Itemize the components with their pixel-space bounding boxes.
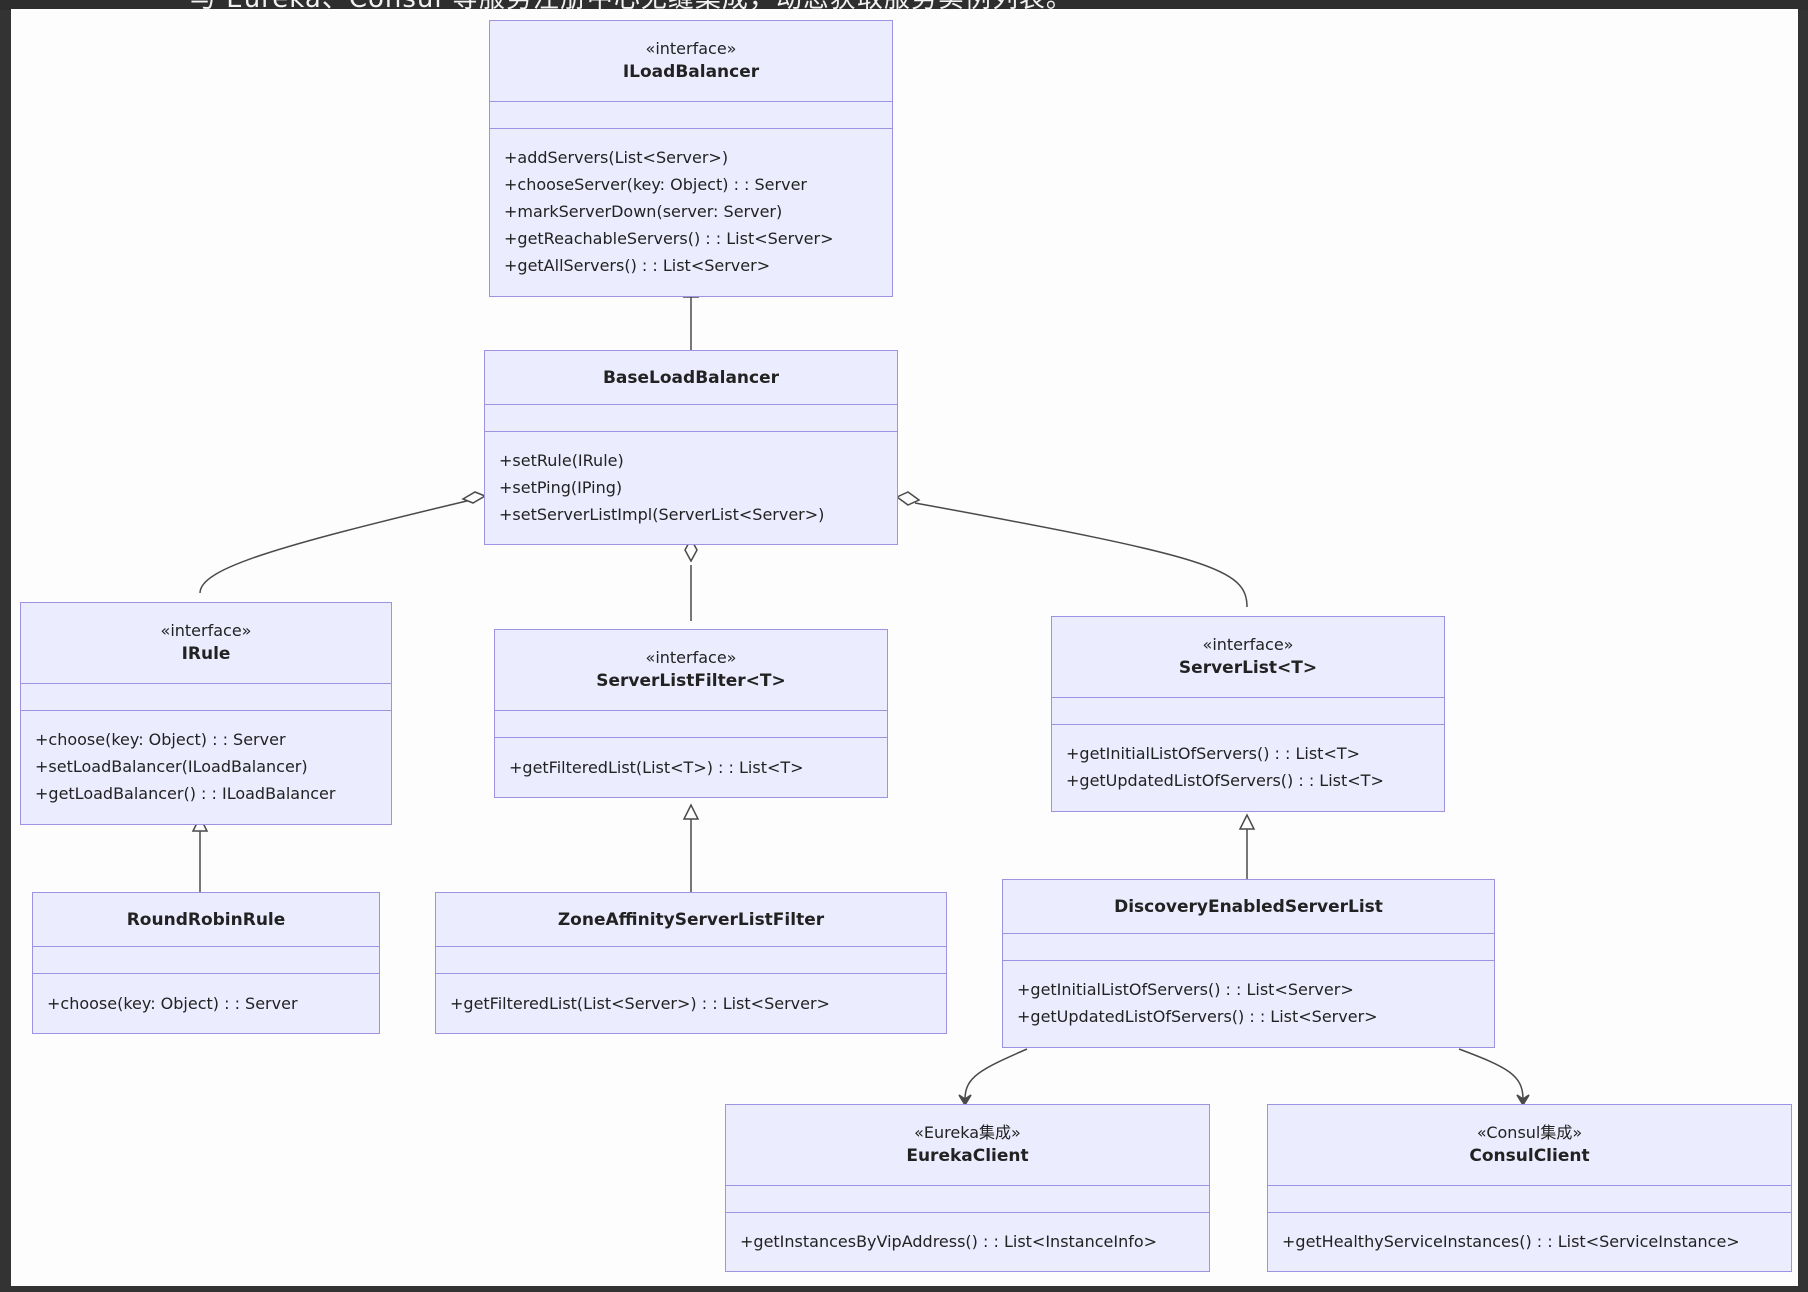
method: +getAllServers() : : List<Server> (504, 256, 771, 275)
attributes-compartment (21, 683, 391, 710)
method: +getReachableServers() : : List<Server> (504, 229, 834, 248)
class-name: ILoadBalancer (622, 62, 760, 82)
class-name: EurekaClient (906, 1146, 1029, 1166)
methods-compartment (1268, 1212, 1791, 1271)
method: +choose(key: Object) : : Server (35, 730, 286, 749)
edge-discovery-consulclient (1458, 1048, 1524, 1100)
methods-compartment (490, 128, 892, 296)
methods-compartment (436, 973, 946, 1033)
attributes-compartment (726, 1185, 1209, 1212)
hollow-diamond-aggregation-icon (461, 491, 487, 504)
method: +addServers(List<Server>) (504, 148, 729, 167)
class-name: IRule (181, 644, 231, 664)
method: +getInitialListOfServers() : : List<Serv… (1017, 980, 1354, 999)
class-name: RoundRobinRule (126, 909, 286, 930)
edge-discovery-eurekaclient (964, 1048, 1028, 1100)
class-name: ServerListFilter<T> (596, 671, 786, 691)
stereotype-label: «interface» (1202, 635, 1294, 654)
class-baseloadbalancer: BaseLoadBalancer +setRule(IRule) +setPin… (484, 350, 898, 545)
methods-compartment (33, 973, 379, 1033)
attributes-compartment (495, 710, 887, 737)
method: +getInitialListOfServers() : : List<T> (1066, 744, 1361, 763)
hollow-triangle-arrowhead-icon (682, 803, 700, 820)
method: +setLoadBalancer(ILoadBalancer) (35, 757, 308, 776)
methods-compartment (1052, 724, 1444, 811)
stereotype-label: «interface» (645, 648, 737, 667)
class-name: ConsulClient (1469, 1146, 1590, 1166)
attributes-compartment (436, 946, 946, 973)
hollow-diamond-aggregation-icon (895, 491, 921, 506)
edge-baseloadbalancer-serverlist (914, 502, 1248, 608)
method: +getFilteredList(List<T>) : : List<T> (509, 758, 804, 777)
methods-compartment (485, 431, 897, 544)
attributes-compartment (33, 946, 379, 973)
stereotype-label: «interface» (160, 621, 252, 640)
method: +getUpdatedListOfServers() : : List<T> (1066, 771, 1384, 790)
arrowhead-icon (1516, 1094, 1530, 1107)
methods-compartment (1003, 960, 1494, 1047)
method: +choose(key: Object) : : Server (47, 994, 298, 1013)
class-roundrobinrule: RoundRobinRule +choose(key: Object) : : … (32, 892, 380, 1034)
method: +getHealthyServiceInstances() : : List<S… (1282, 1232, 1740, 1251)
method: +setServerListImpl(ServerList<Server>) (499, 505, 825, 524)
class-irule: «interface» IRule +choose(key: Object) :… (20, 602, 392, 825)
method: +getUpdatedListOfServers() : : List<Serv… (1017, 1007, 1378, 1026)
class-discoveryenabledserverlist: DiscoveryEnabledServerList +getInitialLi… (1002, 879, 1495, 1048)
method: +getFilteredList(List<Server>) : : List<… (450, 994, 830, 1013)
methods-compartment (726, 1212, 1209, 1271)
method: +getLoadBalancer() : : ILoadBalancer (35, 784, 336, 803)
method: +setRule(IRule) (499, 451, 624, 470)
class-serverlist: «interface» ServerList<T> +getInitialLis… (1051, 616, 1445, 812)
class-name: ServerList<T> (1178, 658, 1318, 678)
edge-baseloadbalancer-irule (199, 499, 472, 594)
class-name: ZoneAffinityServerListFilter (557, 909, 825, 930)
attributes-compartment (1052, 697, 1444, 724)
class-zoneaffinityserverlistfilter: ZoneAffinityServerListFilter +getFiltere… (435, 892, 947, 1034)
stereotype-label: «Eureka集成» (914, 1123, 1021, 1142)
methods-compartment (21, 710, 391, 824)
method: +chooseServer(key: Object) : : Server (504, 175, 807, 194)
attributes-compartment (490, 101, 892, 128)
class-eurekaclient: «Eureka集成» EurekaClient +getInstancesByV… (725, 1104, 1210, 1272)
method: +setPing(IPing) (499, 478, 623, 497)
class-iloadbalancer: «interface» ILoadBalancer +addServers(Li… (489, 20, 893, 297)
stereotype-label: «interface» (645, 39, 737, 58)
uml-class-diagram: «interface» ILoadBalancer +addServers(Li… (11, 9, 1798, 1286)
hollow-triangle-arrowhead-icon (1238, 813, 1256, 830)
relationship-edges (191, 281, 1530, 1107)
methods-compartment (495, 737, 887, 797)
method: +markServerDown(server: Server) (504, 202, 783, 221)
class-consulclient: «Consul集成» ConsulClient +getHealthyServi… (1267, 1104, 1792, 1272)
class-serverlistfilter: «interface» ServerListFilter<T> +getFilt… (494, 629, 888, 798)
attributes-compartment (1003, 933, 1494, 960)
attributes-compartment (1268, 1185, 1791, 1212)
class-name: BaseLoadBalancer (602, 367, 780, 388)
arrowhead-icon (958, 1094, 972, 1107)
method: +getInstancesByVipAddress() : : List<Ins… (740, 1232, 1158, 1251)
stereotype-label: «Consul集成» (1476, 1123, 1583, 1142)
attributes-compartment (485, 404, 897, 431)
class-name: DiscoveryEnabledServerList (1114, 896, 1383, 917)
